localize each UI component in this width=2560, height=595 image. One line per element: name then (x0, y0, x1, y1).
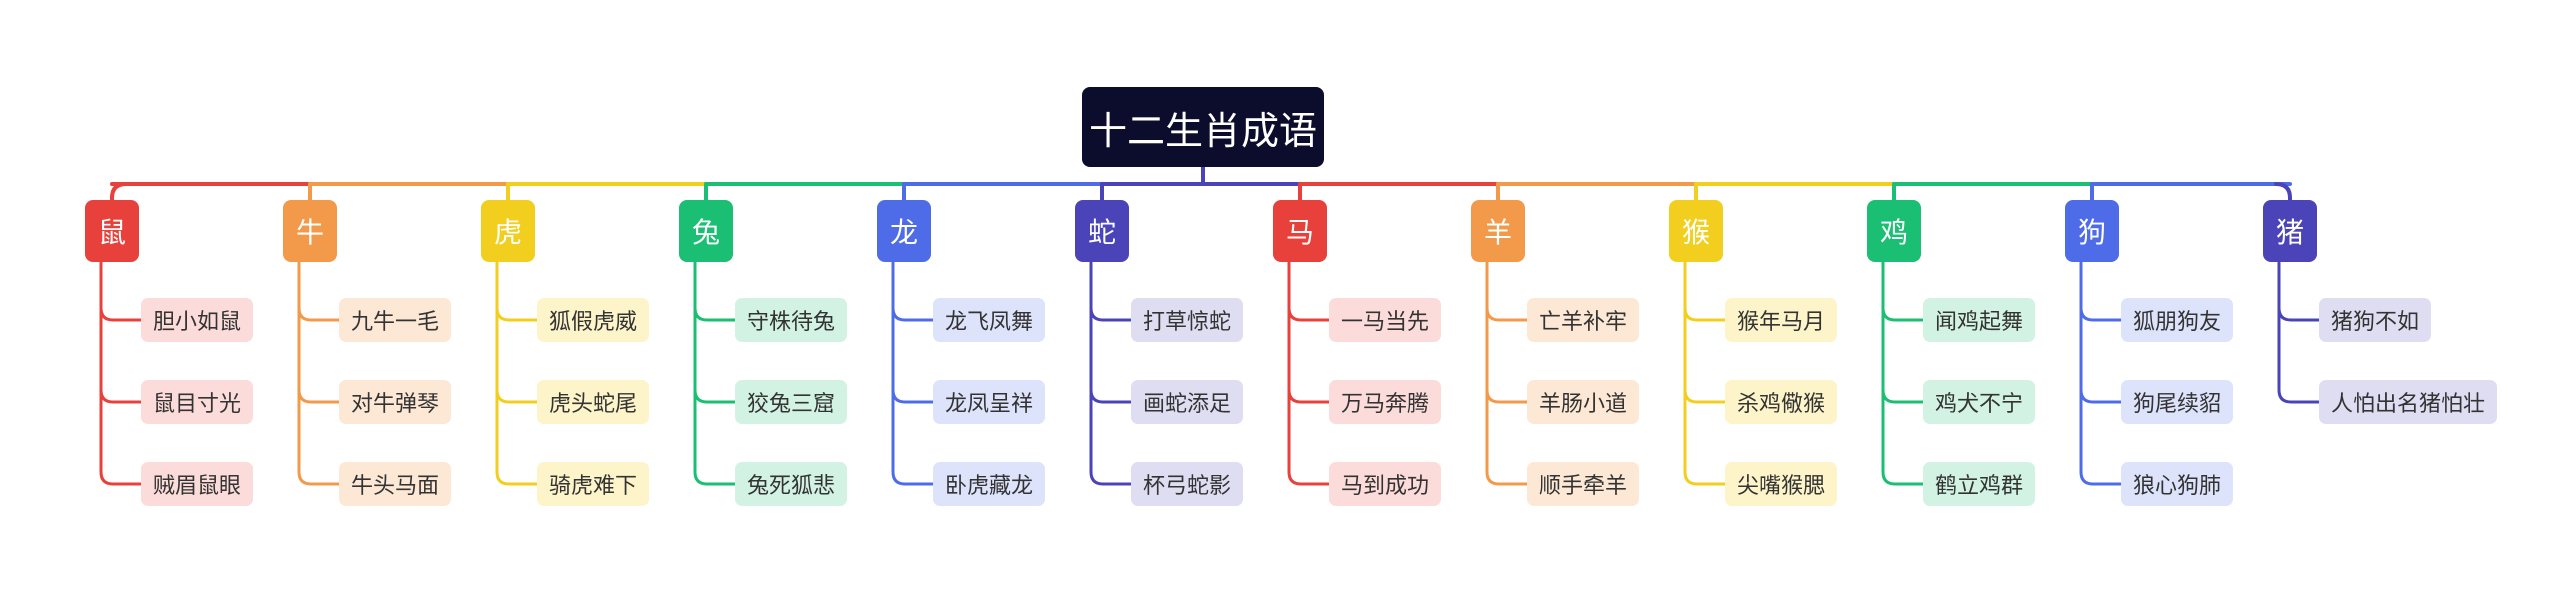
idiom-node[interactable]: 马到成功 (1329, 462, 1442, 506)
idiom-node[interactable]: 九牛一毛 (339, 298, 452, 342)
animal-drop-line (2274, 182, 2292, 202)
idiom-connector-line (99, 260, 143, 322)
idiom-node[interactable]: 猪狗不如 (2319, 298, 2432, 342)
animal-node[interactable]: 鸡 (1867, 200, 1921, 262)
idiom-connector-line (1089, 260, 1133, 404)
idiom-connector-line (1287, 260, 1331, 322)
idiom-connector-line (1287, 260, 1331, 486)
idiom-connector-line (297, 260, 341, 404)
idiom-connector-line (1485, 260, 1529, 404)
idiom-connector-line (495, 260, 539, 322)
idiom-connector-line (1683, 260, 1727, 486)
idiom-node[interactable]: 亡羊补牢 (1527, 298, 1640, 342)
idiom-connector-line (297, 260, 341, 322)
idiom-connector-line (1089, 260, 1133, 322)
idiom-node[interactable]: 鸡犬不宁 (1923, 380, 2036, 424)
idiom-connector-line (2277, 260, 2321, 404)
animal-node[interactable]: 马 (1273, 200, 1327, 262)
idiom-connector-line (1485, 260, 1529, 486)
idiom-node[interactable]: 兔死狐悲 (735, 462, 848, 506)
idiom-node[interactable]: 龙凤呈祥 (933, 380, 1046, 424)
idiom-connector-line (1683, 260, 1727, 322)
idiom-connector-line (891, 260, 935, 486)
idiom-connector-line (693, 260, 737, 486)
idiom-connector-line (1683, 260, 1727, 404)
idiom-node[interactable]: 一马当先 (1329, 298, 1442, 342)
idiom-node[interactable]: 狐假虎威 (537, 298, 650, 342)
idiom-node[interactable]: 鹤立鸡群 (1923, 462, 2036, 506)
idiom-connector-line (2079, 260, 2123, 486)
idiom-node[interactable]: 牛头马面 (339, 462, 452, 506)
idiom-node[interactable]: 狡兔三窟 (735, 380, 848, 424)
idiom-connector-line (99, 260, 143, 404)
animal-node[interactable]: 鼠 (85, 200, 139, 262)
idiom-node[interactable]: 卧虎藏龙 (933, 462, 1046, 506)
idiom-connector-line (1881, 260, 1925, 322)
idiom-node[interactable]: 狐朋狗友 (2121, 298, 2234, 342)
idiom-node[interactable]: 杯弓蛇影 (1131, 462, 1244, 506)
idiom-connector-line (891, 260, 935, 322)
idiom-connector-line (495, 260, 539, 486)
animal-node[interactable]: 牛 (283, 200, 337, 262)
idiom-node[interactable]: 对牛弹琴 (339, 380, 452, 424)
idiom-node[interactable]: 虎头蛇尾 (537, 380, 650, 424)
idiom-node[interactable]: 杀鸡儆猴 (1725, 380, 1838, 424)
idiom-connector-line (2079, 260, 2123, 322)
idiom-connector-line (495, 260, 539, 404)
idiom-connector-line (891, 260, 935, 404)
idiom-connector-line (1881, 260, 1925, 486)
idiom-connector-line (99, 260, 143, 486)
idiom-connector-line (693, 260, 737, 322)
idiom-connector-line (297, 260, 341, 486)
idiom-node[interactable]: 羊肠小道 (1527, 380, 1640, 424)
animal-drop-line (110, 182, 128, 202)
idiom-connector-line (1881, 260, 1925, 404)
animal-node[interactable]: 虎 (481, 200, 535, 262)
idiom-node[interactable]: 闻鸡起舞 (1923, 298, 2036, 342)
idiom-node[interactable]: 龙飞凤舞 (933, 298, 1046, 342)
idiom-node[interactable]: 猴年马月 (1725, 298, 1838, 342)
idiom-connector-line (693, 260, 737, 404)
idiom-node[interactable]: 人怕出名猪怕壮 (2319, 380, 2498, 424)
idiom-connector-line (2277, 260, 2321, 322)
idiom-node[interactable]: 尖嘴猴腮 (1725, 462, 1838, 506)
idiom-connector-line (1089, 260, 1133, 486)
animal-node[interactable]: 羊 (1471, 200, 1525, 262)
animal-node[interactable]: 蛇 (1075, 200, 1129, 262)
idiom-node[interactable]: 骑虎难下 (537, 462, 650, 506)
idiom-node[interactable]: 画蛇添足 (1131, 380, 1244, 424)
idiom-node[interactable]: 胆小如鼠 (141, 298, 254, 342)
idiom-node[interactable]: 万马奔腾 (1329, 380, 1442, 424)
idiom-node[interactable]: 狼心狗肺 (2121, 462, 2234, 506)
animal-node[interactable]: 狗 (2065, 200, 2119, 262)
idiom-connector-line (1485, 260, 1529, 322)
animal-node[interactable]: 猪 (2263, 200, 2317, 262)
idiom-node[interactable]: 顺手牵羊 (1527, 462, 1640, 506)
animal-node[interactable]: 龙 (877, 200, 931, 262)
idiom-node[interactable]: 守株待兔 (735, 298, 848, 342)
idiom-node[interactable]: 贼眉鼠眼 (141, 462, 254, 506)
root-topic[interactable]: 十二生肖成语 (1082, 87, 1324, 167)
idiom-node[interactable]: 狗尾续貂 (2121, 380, 2234, 424)
idiom-connector-line (2079, 260, 2123, 404)
animal-node[interactable]: 兔 (679, 200, 733, 262)
idiom-node[interactable]: 打草惊蛇 (1131, 298, 1244, 342)
idiom-connector-line (1287, 260, 1331, 404)
animal-node[interactable]: 猴 (1669, 200, 1723, 262)
idiom-node[interactable]: 鼠目寸光 (141, 380, 254, 424)
